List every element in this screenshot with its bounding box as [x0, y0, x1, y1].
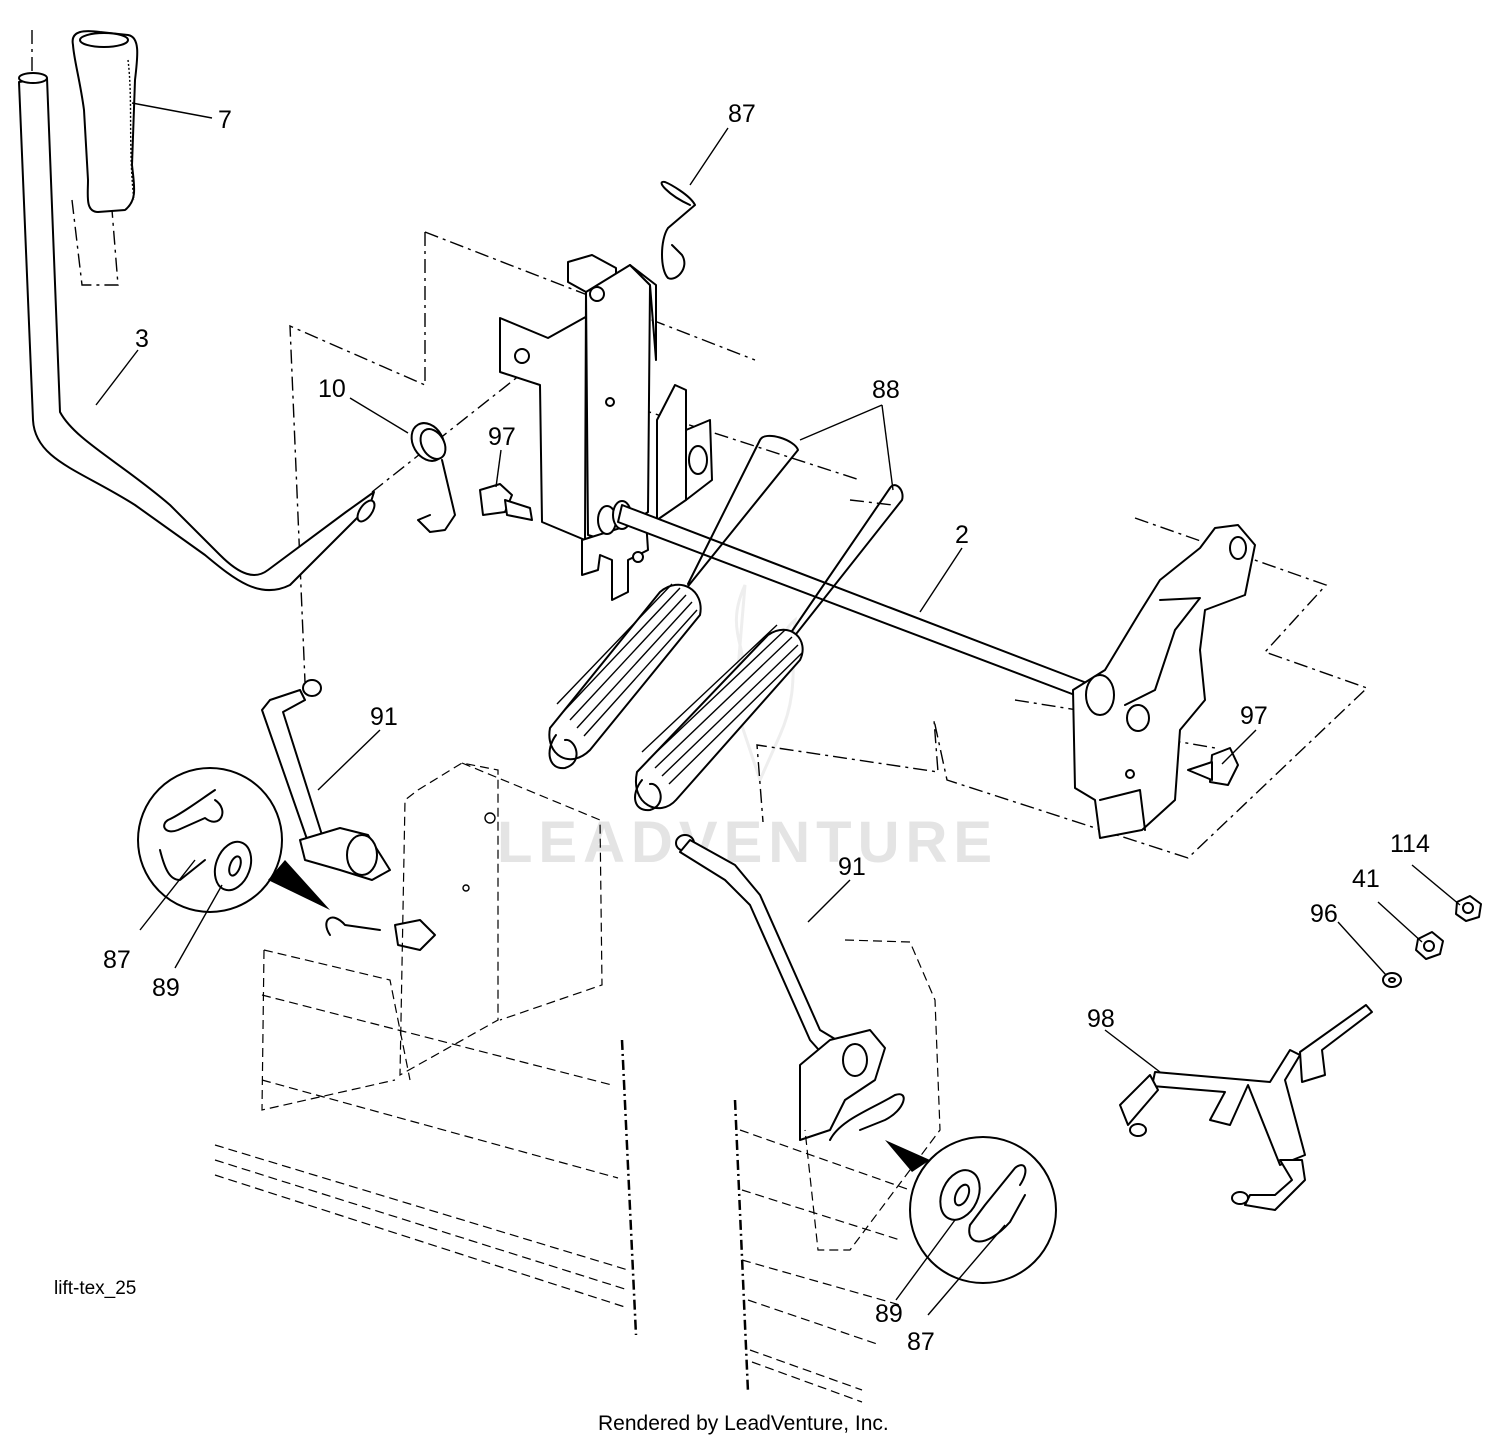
callout-87-left: 87: [103, 946, 131, 974]
detail-view-left: [137, 767, 330, 913]
link-rod-right: [675, 834, 905, 1141]
callout-91-left: 91: [370, 703, 398, 731]
callout-98: 98: [1087, 1005, 1115, 1033]
washer-96: [1382, 972, 1402, 988]
callout-labels: 7 3 87 10 97 88 2 97 91 91 87 89 114 41 …: [103, 100, 1430, 1356]
mower-deck-right: [733, 939, 941, 1403]
callout-10: 10: [318, 375, 346, 403]
lift-handle-rod: [18, 72, 376, 592]
inner-bracket: [597, 384, 713, 535]
mounting-bracket: [499, 254, 657, 601]
torsion-spring: [410, 422, 456, 533]
mower-deck-left: [214, 762, 638, 1336]
lift-arm-bracket: [1072, 524, 1256, 839]
watermark: LEADVENTURE: [497, 810, 998, 875]
figure-code: lift-tex_25: [54, 1278, 136, 1299]
callout-114: 114: [1390, 830, 1430, 858]
leader-lines: [95, 102, 1461, 1316]
link-rod-left: [261, 679, 436, 951]
credit-line: Rendered by LeadVenture, Inc.: [598, 1412, 889, 1435]
callout-97-right: 97: [1240, 702, 1268, 730]
callout-3: 3: [135, 325, 149, 353]
callout-7: 7: [218, 106, 232, 134]
hairpin-clip-top: [660, 180, 696, 280]
handle-grip: [71, 30, 139, 213]
callout-41: 41: [1352, 865, 1380, 893]
bolt-right: [1187, 747, 1239, 786]
callout-87-top: 87: [728, 100, 756, 128]
callout-96: 96: [1310, 900, 1338, 928]
detail-view-right: [885, 1136, 1057, 1284]
lift-spring-left: [548, 434, 799, 770]
callout-91-right: 91: [838, 853, 866, 881]
nut-41: [1415, 931, 1444, 960]
callout-97-left: 97: [488, 423, 516, 451]
nut-114: [1455, 895, 1482, 922]
callout-88: 88: [872, 376, 900, 404]
callout-89-right: 89: [875, 1300, 903, 1328]
callout-2: 2: [955, 521, 969, 549]
gauge-wheel-bracket: [1119, 1004, 1373, 1211]
bolt-left: [479, 483, 533, 521]
callout-87-right: 87: [907, 1328, 935, 1356]
lift-spring-right: [634, 484, 904, 812]
callout-89-left: 89: [152, 974, 180, 1002]
